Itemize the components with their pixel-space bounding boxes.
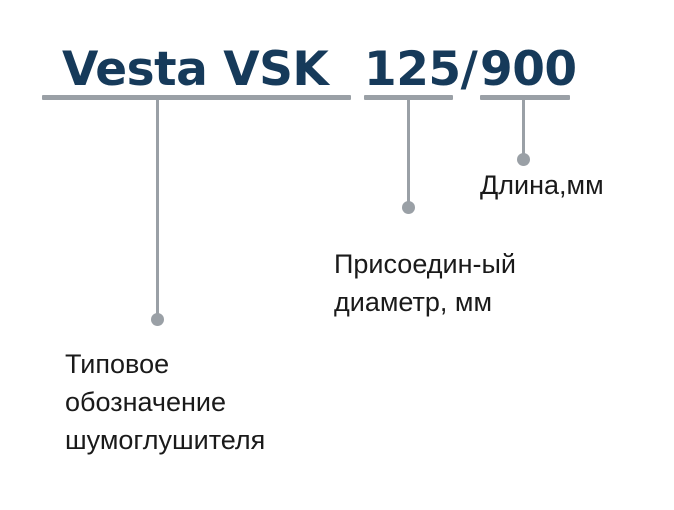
model-connector-dot [151, 313, 164, 326]
diameter-underline [364, 95, 453, 100]
type-label-line-1: Типовое [65, 349, 170, 379]
diameter-label-line-1: Присоедин-ый [334, 249, 516, 279]
length-label-text: Длина,мм [480, 170, 604, 200]
diameter-value: 125 [364, 42, 461, 97]
model-code-text: Vesta VSK [62, 42, 329, 97]
diameter-label-line-2: диаметр, мм [334, 287, 493, 317]
length-code-text: 900 [480, 42, 577, 97]
diameter-connector-dot [402, 201, 415, 214]
type-label-line-3: шумоглушителя [65, 425, 266, 455]
diameter-label: Присоедин-ый диаметр, мм [334, 245, 516, 321]
length-connector-dot [517, 153, 530, 166]
type-label-line-2: обозначение [65, 387, 226, 417]
diameter-connector-line [407, 99, 410, 207]
length-underline [480, 95, 570, 100]
length-connector-line [522, 99, 525, 160]
separator-slash: / [460, 42, 478, 97]
model-underline [42, 95, 351, 100]
type-label: Типовое обозначение шумоглушителя [65, 345, 265, 459]
diameter-code-text: 125/ [364, 40, 478, 100]
model-connector-line [156, 99, 159, 319]
length-label: Длина,мм [480, 166, 604, 204]
